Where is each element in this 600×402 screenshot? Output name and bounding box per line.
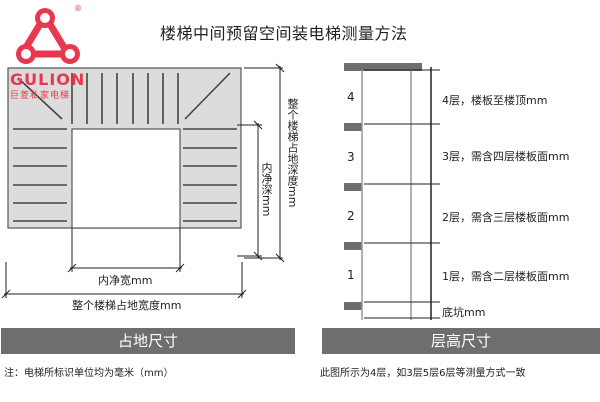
floor-count-note: 此图所示为4层，如3层5层6层等测量方式一致	[320, 368, 526, 379]
inner-depth-label: 内净深mm	[260, 162, 273, 217]
gulion-logo-icon: ®	[16, 4, 82, 64]
inner-width-label: 内净宽mm	[98, 274, 153, 287]
floor-number-3: 3	[347, 150, 355, 164]
outer-depth-label: 整个楼梯占地深度mm	[286, 98, 299, 208]
pit-label: 底坑mm	[442, 306, 486, 319]
stairwell-plan	[1, 63, 285, 299]
floor-number-1: 1	[347, 268, 355, 282]
unit-note: 注：电梯所标识单位均为毫米（mm）	[4, 368, 174, 379]
outer-width-label: 整个楼梯占地宽度mm	[72, 299, 182, 312]
footprint-section-bar: 占地尺寸	[1, 328, 295, 354]
floor-3-label: 3层，需含四层楼板面mm	[442, 150, 570, 163]
floor-4-label: 4层，楼板至楼顶mm	[442, 94, 548, 107]
elevator-section	[344, 63, 440, 320]
floor-number-4: 4	[347, 90, 355, 104]
floor-2-label: 2层，需含三层楼板面mm	[442, 211, 570, 224]
floor-number-2: 2	[347, 209, 355, 223]
floor-height-section-bar: 层高尺寸	[322, 328, 600, 354]
floor-1-label: 1层，需含二层楼板面mm	[442, 270, 570, 283]
page-title: 楼梯中间预留空间装电梯测量方法	[160, 24, 408, 43]
svg-text:®: ®	[74, 4, 82, 13]
measurement-diagram	[1, 63, 440, 320]
brand-name: GULION	[10, 70, 86, 89]
brand-subtitle: 巨菱私家电梯	[10, 91, 71, 101]
